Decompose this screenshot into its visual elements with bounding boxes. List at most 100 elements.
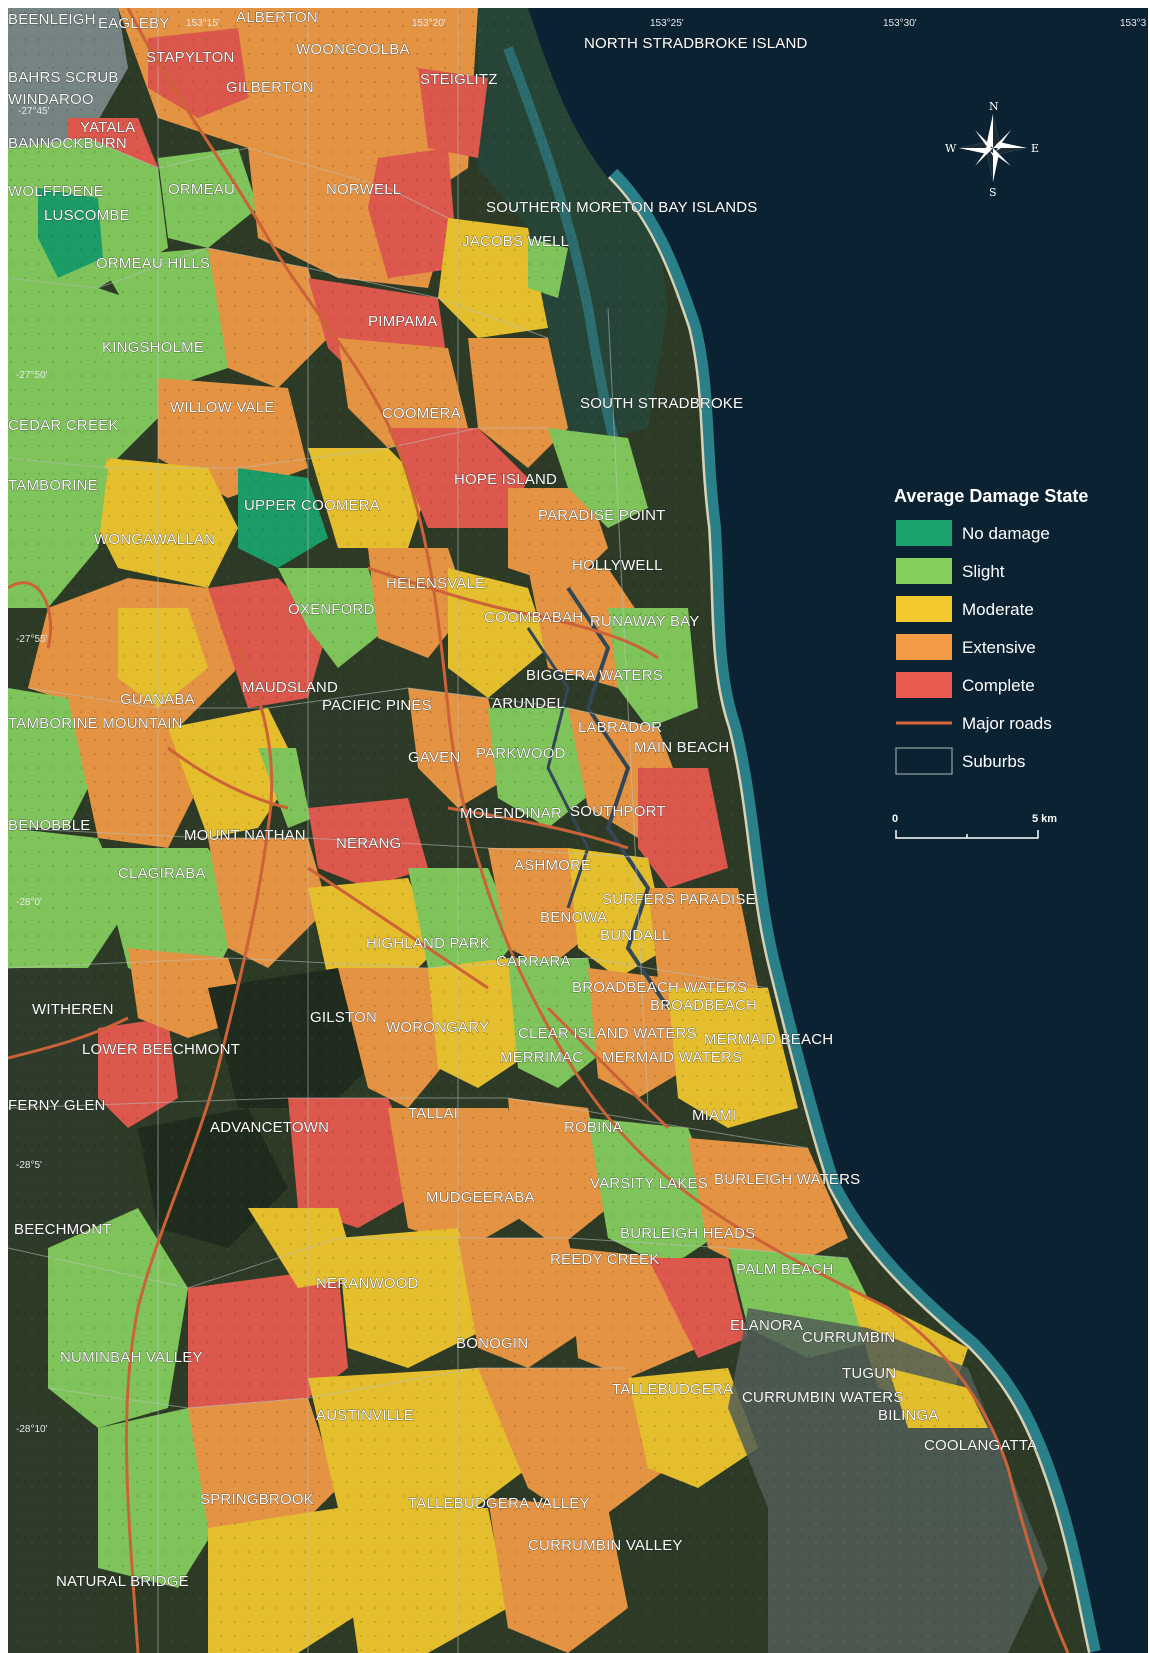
- suburb-label: SOUTHPORT: [570, 803, 666, 820]
- legend-label: No damage: [962, 524, 1050, 543]
- legend-swatch: [895, 747, 953, 775]
- coord-top: 153°25': [650, 18, 684, 29]
- suburb-label: CURRUMBIN: [802, 1329, 895, 1346]
- suburb-label: MOUNT NATHAN: [184, 827, 306, 844]
- suburb-label: SPRINGBROOK: [200, 1491, 314, 1508]
- suburb-label: SURFERS PARADISE: [602, 891, 756, 908]
- suburb-label: MOLENDINAR: [460, 805, 562, 822]
- coord-top: 153°20': [412, 18, 446, 29]
- suburb-label: SOUTH STRADBROKE: [580, 395, 743, 412]
- suburb-label: ELANORA: [730, 1317, 803, 1334]
- suburb-label: FERNY GLEN: [8, 1097, 106, 1114]
- suburb-label: HELENSVALE: [386, 575, 485, 592]
- suburb-label: MAUDSLAND: [242, 679, 338, 696]
- suburb-label: COOLANGATTA: [924, 1437, 1037, 1454]
- suburb-label: PACIFIC PINES: [322, 697, 432, 714]
- suburb-label: BEENLEIGH: [8, 11, 96, 28]
- suburb-label: NATURAL BRIDGE: [56, 1573, 189, 1590]
- compass-icon: [975, 130, 993, 151]
- suburb-label: WOONGOOLBA: [296, 41, 410, 58]
- suburb-label: TALLEBUDGERA: [612, 1381, 733, 1398]
- suburb-label: VARSITY LAKES: [590, 1175, 708, 1192]
- legend-swatch: [896, 634, 952, 660]
- suburb-label: HOPE ISLAND: [454, 471, 557, 488]
- suburb-labels: BEENLEIGH EAGLEBY ALBERTON STAPYLTON WOO…: [8, 9, 1037, 1591]
- suburb-label: ARUNDEL: [492, 695, 565, 712]
- compass-north: N: [989, 100, 999, 113]
- legend-label: Slight: [962, 562, 1005, 581]
- suburb-label: NORWELL: [326, 181, 401, 198]
- coord-top: 153°30': [883, 18, 917, 29]
- suburb-label: PARKWOOD: [476, 745, 566, 762]
- scale-max: 5 km: [1032, 813, 1057, 825]
- compass-icon: [993, 148, 1027, 154]
- legend-label: Moderate: [962, 600, 1034, 619]
- suburb-label: PARADISE POINT: [538, 507, 666, 524]
- suburb-label: WOLFFDENE: [8, 183, 104, 200]
- suburb-label: ALBERTON: [236, 9, 318, 26]
- suburb-label: RUNAWAY BAY: [590, 613, 699, 630]
- suburb-label: BENOBBLE: [8, 817, 90, 834]
- suburb-label: STEIGLITZ: [420, 71, 498, 88]
- suburb-label: NERANG: [336, 835, 401, 852]
- suburb-label: SOUTHERN MORETON BAY ISLANDS: [486, 199, 757, 216]
- suburb-label: JACOBS WELL: [462, 233, 569, 250]
- suburb-label: MIAMI: [692, 1107, 736, 1124]
- suburb-label: WORONGARY: [386, 1019, 489, 1036]
- legend-label: Major roads: [962, 714, 1052, 733]
- legend-label: Complete: [962, 676, 1035, 695]
- coord-left: -27°55': [16, 634, 48, 645]
- suburb-label: WITHEREN: [32, 1001, 114, 1018]
- suburb-label: TUGUN: [842, 1365, 896, 1382]
- suburb-label: OXENFORD: [288, 601, 375, 618]
- scale-line: [895, 830, 1039, 839]
- coordinate-ticks: 153°15' 153°20' 153°25' 153°30' 153°3 -2…: [16, 18, 1147, 1435]
- suburb-label: BURLEIGH WATERS: [714, 1171, 860, 1188]
- suburb-label: LUSCOMBE: [44, 207, 130, 224]
- legend-swatch: [896, 520, 952, 546]
- coord-left: -28°5': [16, 1160, 42, 1171]
- suburb-label: ROBINA: [564, 1119, 623, 1136]
- suburb-label: BEECHMONT: [14, 1221, 112, 1238]
- legend-items: No damageSlightModerateExtensiveComplete…: [895, 520, 1052, 775]
- suburb-label: WILLOW VALE: [170, 399, 274, 416]
- suburb-label: HOLLYWELL: [572, 557, 663, 574]
- compass-east: E: [1031, 142, 1039, 155]
- suburb-label: ASHMORE: [514, 857, 591, 874]
- suburb-label: BROADBEACH WATERS: [572, 979, 747, 996]
- scale-bar: 0 5 km: [892, 813, 1057, 839]
- coord-left: -27°45': [18, 106, 50, 117]
- compass-south: S: [989, 186, 997, 199]
- suburb-label: REEDY CREEK: [550, 1251, 659, 1268]
- suburb-label: LOWER BEECHMONT: [82, 1041, 240, 1058]
- suburb-label: GUANABA: [120, 691, 195, 708]
- suburb-label: STAPYLTON: [146, 49, 235, 66]
- suburb-label: ORMEAU HILLS: [96, 255, 210, 272]
- legend-label: Suburbs: [962, 752, 1025, 771]
- suburb-label: YATALA: [80, 119, 135, 136]
- suburb-label: ADVANCETOWN: [210, 1119, 329, 1136]
- suburb-label: CEDAR CREEK: [8, 417, 119, 434]
- legend-swatch: [896, 672, 952, 698]
- compass-west: W: [945, 142, 957, 155]
- suburb-label: MERMAID WATERS: [602, 1049, 742, 1066]
- suburb-label: GILSTON: [310, 1009, 377, 1026]
- suburb-label: MERRIMAC: [500, 1049, 583, 1066]
- suburb-label: PALM BEACH: [736, 1261, 834, 1278]
- suburb-label: NERANWOOD: [316, 1275, 419, 1292]
- suburb-label: GILBERTON: [226, 79, 314, 96]
- suburb-label: UPPER COOMERA: [244, 497, 380, 514]
- suburb-label: CLAGIRABA: [118, 865, 206, 882]
- suburb-label: MUDGEERABA: [426, 1189, 535, 1206]
- suburb-label: ORMEAU: [168, 181, 235, 198]
- suburb-label: TAMBORINE MOUNTAIN: [8, 715, 183, 732]
- suburb-label: MAIN BEACH: [634, 739, 729, 756]
- suburb-label: COOMBABAH: [484, 609, 583, 626]
- suburb-label: MERMAID BEACH: [704, 1031, 833, 1048]
- suburb-label: KINGSHOLME: [102, 339, 204, 356]
- suburb-label: HIGHLAND PARK: [366, 935, 490, 952]
- suburb-label: NUMINBAH VALLEY: [60, 1349, 203, 1366]
- compass-icon: [975, 145, 990, 166]
- suburb-label: NORTH STRADBROKE ISLAND: [584, 35, 808, 52]
- compass-icon: [990, 151, 1011, 166]
